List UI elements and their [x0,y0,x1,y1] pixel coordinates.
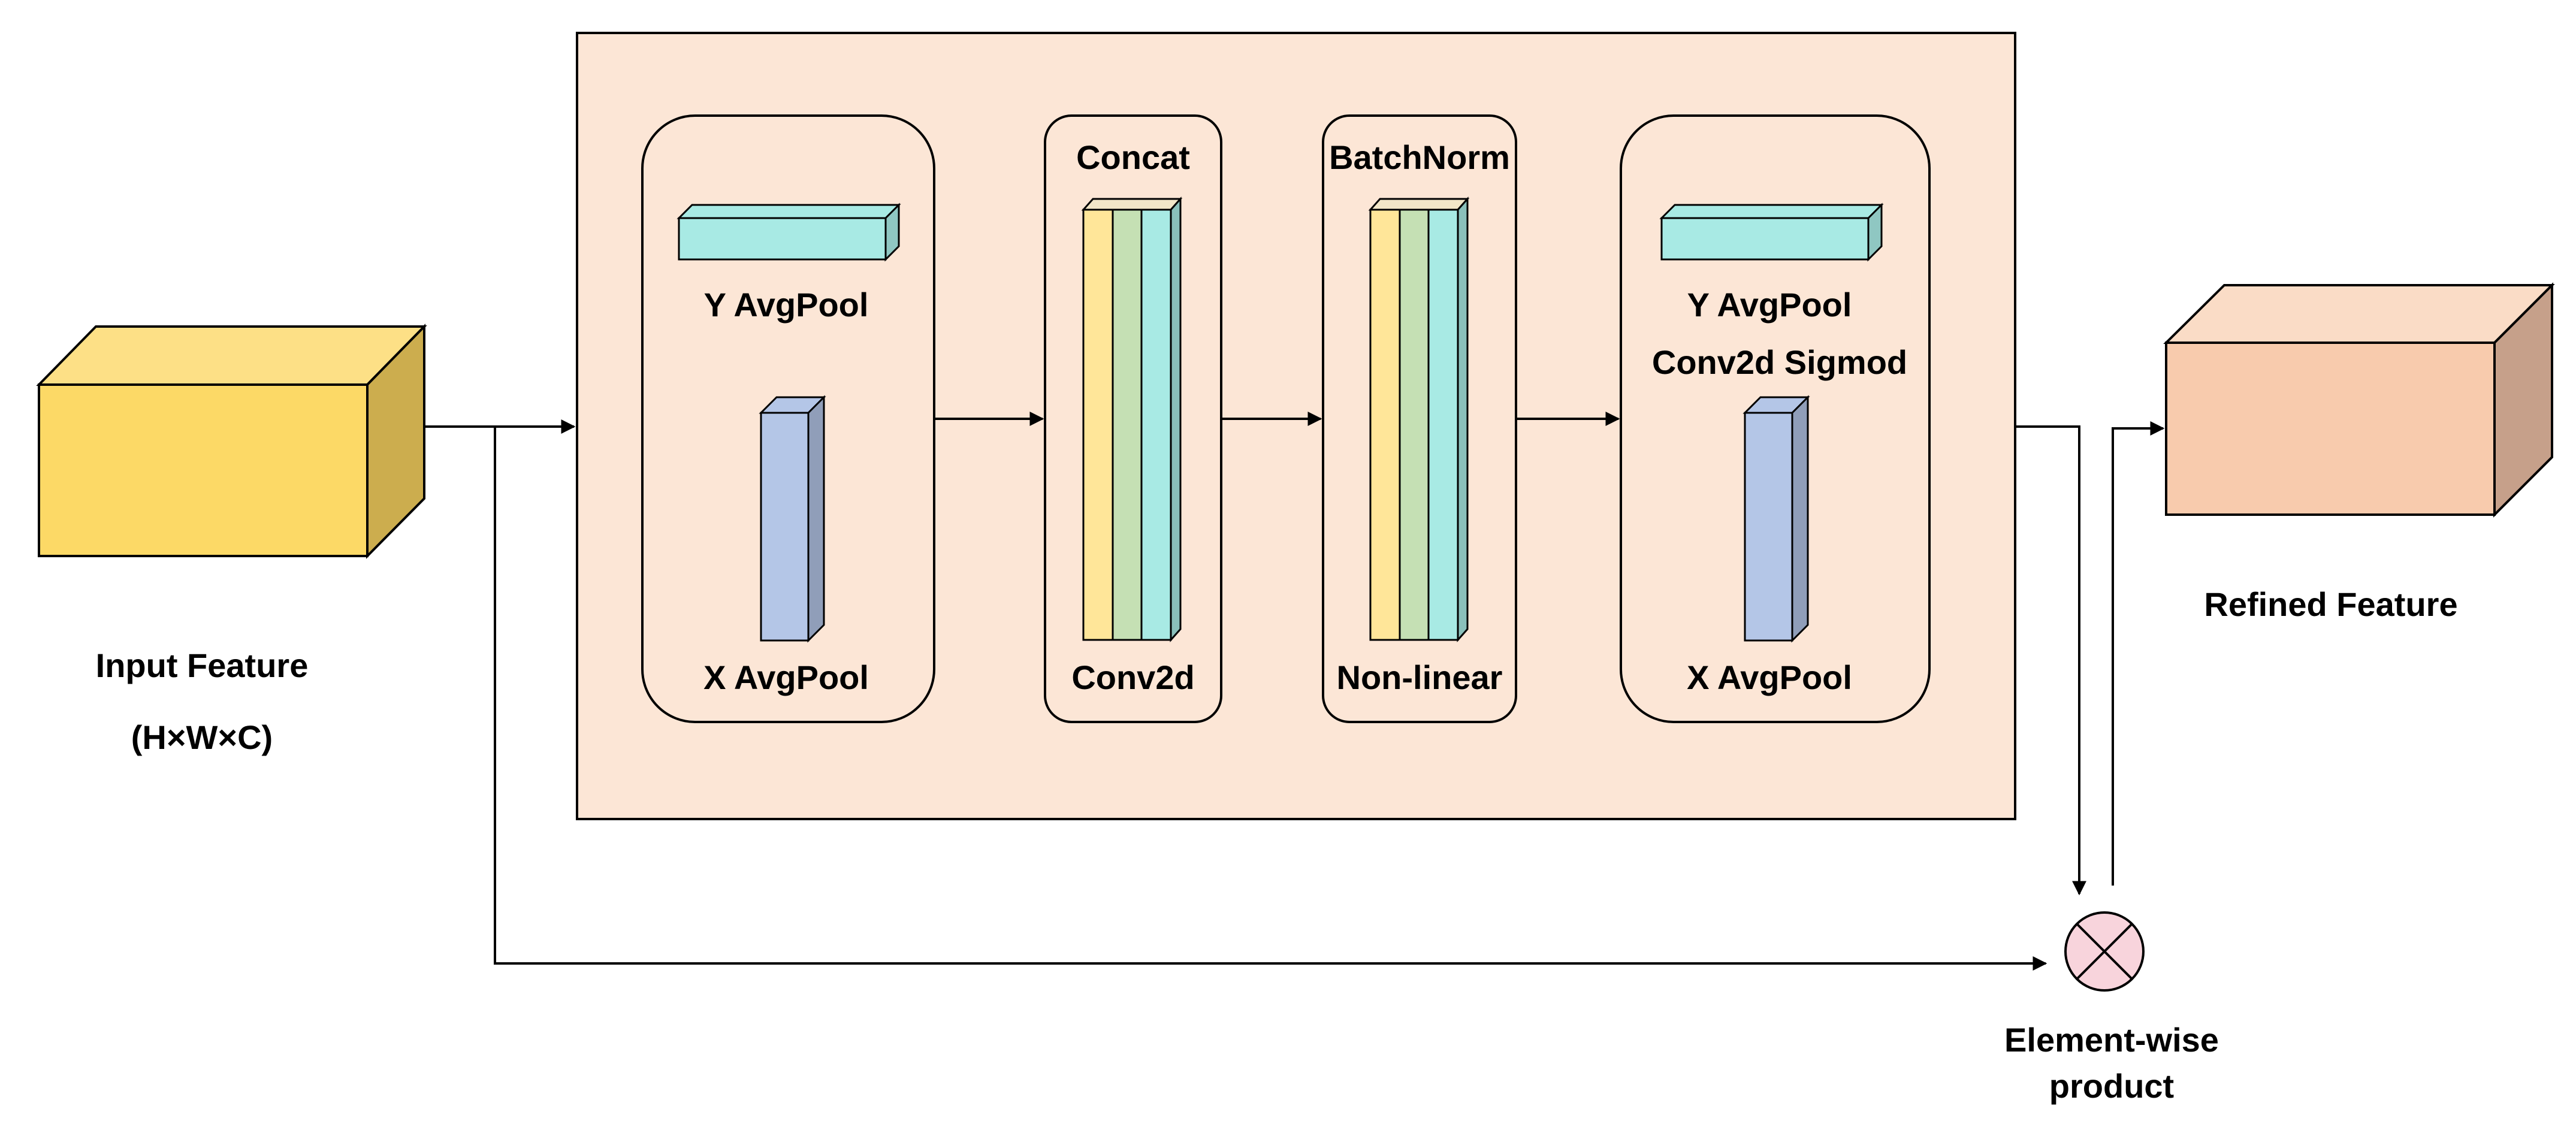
concat-slab-teal [1140,209,1172,641]
concat-stage: Concat Conv2d [1044,114,1222,723]
norm-slab-green [1399,209,1430,641]
refined-feature-cube [2163,282,2555,518]
input-cube-top [36,325,427,386]
output-stage-box [1620,114,1931,723]
concat-slab-top [1081,198,1183,211]
element-wise-label: Element-wise [2004,1021,2219,1059]
refined-cube-front [2165,342,2496,516]
input-feature-label: Input Feature [96,646,309,684]
norm-slab-top [1368,198,1470,211]
y-avgpool-bar-top [677,204,901,219]
arrow-product-to-output [2112,421,2165,886]
norm-slab-teal [1427,209,1459,641]
output-x-bar [1744,412,1793,642]
output-y-bar-top [1659,204,1884,219]
output-x-bar-side [1791,395,1809,643]
x-avgpool-label: X AvgPool [703,658,869,696]
input-feature-cube [36,324,427,559]
connectors [424,412,2165,971]
conv2d-label: Conv2d [1071,658,1194,696]
norm-stage: BatchNorm Non-linear [1322,114,1517,723]
pool-stage: Y AvgPool X AvgPool [641,114,935,723]
product-cross-b [2076,923,2133,980]
refined-cube-top [2163,284,2555,344]
element-wise-product-icon [2064,911,2145,992]
y-avgpool-label: Y AvgPool [704,286,869,324]
output-y-avgpool-label: Y AvgPool [1687,286,1852,324]
conv2d-sigmod-label: Conv2d Sigmod [1652,343,1907,381]
batchnorm-label: BatchNorm [1329,138,1510,176]
concat-label: Concat [1076,138,1190,176]
norm-slab-yellow [1369,209,1401,641]
x-avgpool-bar [760,412,810,642]
y-avgpool-bar [678,217,887,261]
norm-slab-side [1457,197,1469,642]
output-x-avgpool-label: X AvgPool [1687,658,1852,696]
refined-feature-label: Refined Feature [2204,585,2457,623]
concat-slab-green [1112,209,1143,641]
output-stage: Y AvgPool Conv2d Sigmod X AvgPool [1620,114,1931,723]
output-y-bar [1660,217,1870,261]
product-label: product [2049,1067,2174,1105]
non-linear-label: Non-linear [1337,658,1503,696]
input-cube-front [38,383,369,557]
input-feature-dims: (H×W×C) [131,718,273,756]
residual-skip-path [494,427,2047,971]
arrow-module-to-product [2015,425,2086,896]
x-avgpool-bar-side [807,395,825,643]
concat-slab-side [1170,197,1182,642]
concat-slab-yellow [1082,209,1114,641]
